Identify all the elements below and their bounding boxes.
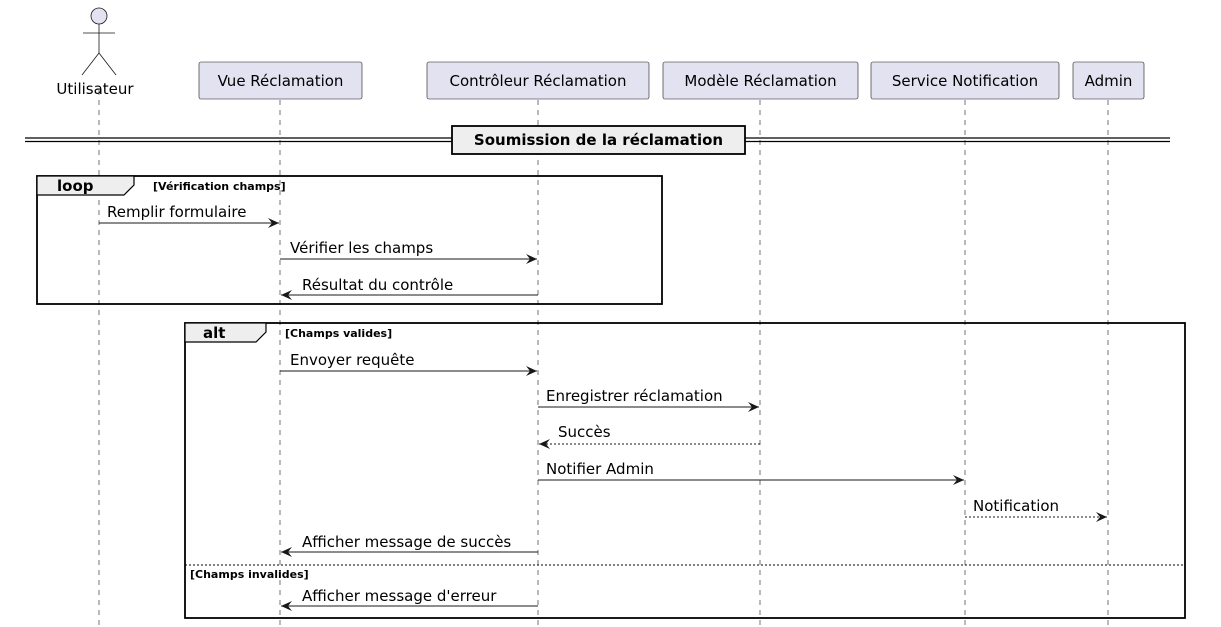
message-succes: Succès bbox=[539, 423, 760, 449]
participant-label: Service Notification bbox=[892, 72, 1038, 90]
actor-head-icon bbox=[90, 7, 108, 25]
message-notification: Notification bbox=[965, 497, 1107, 522]
participant-ctrl: Contrôleur Réclamation bbox=[426, 61, 650, 100]
participant-label: Admin bbox=[1085, 72, 1133, 90]
participant-label: Contrôleur Réclamation bbox=[449, 72, 626, 90]
message-remplir: Remplir formulaire bbox=[99, 203, 279, 228]
loop-keyword: loop bbox=[57, 177, 94, 195]
message-afficher-erreur: Afficher message d'erreur bbox=[281, 587, 538, 611]
message-label: Afficher message de succès bbox=[302, 533, 511, 551]
message-envoyer: Envoyer requête bbox=[280, 351, 537, 376]
alt-guard: [Champs valides] bbox=[285, 327, 392, 340]
message-label: Afficher message d'erreur bbox=[302, 587, 497, 605]
message-afficher-succes: Afficher message de succès bbox=[281, 533, 538, 557]
alt-else-guard: [Champs invalides] bbox=[190, 568, 309, 581]
participant-admin: Admin bbox=[1072, 61, 1145, 100]
message-enregistrer: Enregistrer réclamation bbox=[538, 387, 759, 412]
message-label: Succès bbox=[558, 423, 611, 441]
participant-vue: Vue Réclamation bbox=[198, 61, 363, 100]
message-label: Envoyer requête bbox=[290, 351, 415, 369]
participant-label: Modèle Réclamation bbox=[684, 72, 836, 90]
message-notifier: Notifier Admin bbox=[538, 460, 964, 485]
message-label: Vérifier les champs bbox=[290, 239, 433, 257]
participant-label: Vue Réclamation bbox=[218, 72, 344, 90]
message-label: Résultat du contrôle bbox=[302, 276, 453, 294]
participant-model: Modèle Réclamation bbox=[662, 61, 859, 100]
participant-notif: Service Notification bbox=[870, 61, 1060, 100]
divider: Soumission de la réclamation bbox=[25, 125, 1170, 155]
divider-label: Soumission de la réclamation bbox=[474, 131, 723, 149]
alt-fragment: alt [Champs valides] [Champs invalides] bbox=[184, 322, 1186, 619]
message-label: Remplir formulaire bbox=[107, 203, 246, 221]
loop-guard: [Vérification champs] bbox=[153, 180, 286, 193]
actor-user: Utilisateur bbox=[56, 7, 134, 98]
actor-label: Utilisateur bbox=[56, 80, 134, 98]
loop-fragment: loop [Vérification champs] bbox=[36, 175, 663, 305]
alt-keyword: alt bbox=[203, 324, 225, 342]
alt-tab bbox=[184, 322, 267, 343]
message-resultat: Résultat du contrôle bbox=[281, 276, 538, 300]
loop-tab bbox=[36, 175, 135, 196]
message-label: Notification bbox=[973, 497, 1059, 515]
message-verifier: Vérifier les champs bbox=[280, 239, 537, 264]
message-label: Notifier Admin bbox=[546, 460, 654, 478]
message-label: Enregistrer réclamation bbox=[546, 387, 723, 405]
